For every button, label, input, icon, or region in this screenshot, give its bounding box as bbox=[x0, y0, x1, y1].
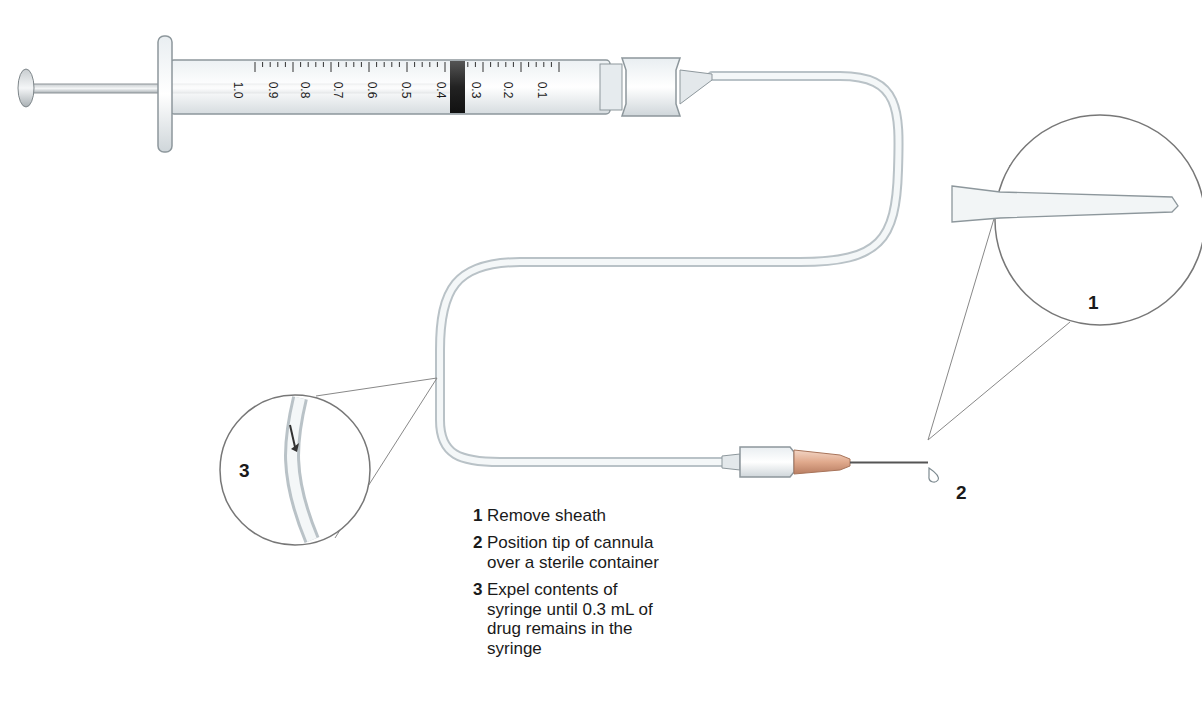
scale-tick bbox=[505, 62, 506, 67]
scale-tick bbox=[361, 62, 362, 67]
tubing-lumen bbox=[440, 76, 899, 462]
scale-tick bbox=[369, 62, 370, 72]
scale-number: 0.7 bbox=[330, 82, 344, 99]
step-text: Remove sheath bbox=[487, 506, 606, 526]
scale-tick bbox=[467, 62, 468, 67]
magnifier-circle bbox=[995, 115, 1202, 325]
scale-tick bbox=[543, 62, 544, 67]
scale-tick bbox=[559, 62, 560, 72]
scale-tick bbox=[255, 62, 256, 72]
scale-tick bbox=[346, 62, 347, 67]
scale-tick bbox=[315, 62, 316, 67]
leader-line bbox=[928, 322, 1070, 440]
scale-number: 0.1 bbox=[534, 82, 548, 99]
luer-lock bbox=[622, 58, 680, 116]
scale-tick bbox=[338, 62, 339, 67]
cannula-hub bbox=[740, 447, 794, 477]
tubing bbox=[440, 76, 899, 462]
scale-tick bbox=[414, 62, 415, 67]
callout-number: 3 bbox=[239, 460, 250, 482]
scale-tick bbox=[391, 62, 392, 67]
scale-tick bbox=[262, 62, 263, 67]
flow-arrow bbox=[290, 425, 295, 447]
scale-tick bbox=[483, 62, 484, 72]
syringe-barrel bbox=[170, 60, 610, 114]
step-number: 2 bbox=[473, 533, 482, 553]
scale-tick bbox=[437, 62, 438, 67]
scale-tick bbox=[323, 62, 324, 67]
scale-tick bbox=[422, 62, 423, 67]
tubing-detail bbox=[292, 398, 312, 540]
scale-number: 0.9 bbox=[265, 82, 279, 99]
step-text: Expel contents of syringe until 0.3 mL o… bbox=[487, 580, 672, 658]
droplet bbox=[929, 468, 939, 482]
scale-ticks bbox=[255, 62, 559, 72]
scale-tick bbox=[407, 62, 408, 72]
scale-tick bbox=[513, 62, 514, 67]
scale-number: 1.0 bbox=[230, 82, 244, 99]
scale-tick bbox=[277, 62, 278, 67]
scale-tick bbox=[353, 62, 354, 67]
scale-number: 0.2 bbox=[500, 82, 514, 99]
scale-tick bbox=[270, 62, 271, 67]
needle-hub bbox=[794, 450, 850, 474]
hub-adapter bbox=[722, 454, 740, 470]
scale-tick bbox=[490, 62, 491, 67]
scale-tick bbox=[551, 62, 552, 67]
scale-tick bbox=[384, 62, 385, 67]
scale-tick bbox=[445, 62, 446, 72]
scale-tick bbox=[308, 62, 309, 67]
scale-tick bbox=[300, 62, 301, 67]
tubing-detail-lumen bbox=[292, 398, 312, 540]
scale-number: 0.4 bbox=[433, 82, 447, 99]
step-number: 1 bbox=[473, 506, 482, 526]
scale-tick bbox=[521, 62, 522, 72]
magnifier-circle bbox=[220, 395, 370, 545]
scale-number: 0.8 bbox=[297, 82, 311, 99]
callout-number: 2 bbox=[956, 482, 967, 504]
scale-tick bbox=[293, 62, 294, 72]
plunger-stopper bbox=[450, 61, 465, 113]
scale-tick bbox=[498, 62, 499, 67]
step-number: 3 bbox=[473, 580, 482, 600]
leader-line bbox=[316, 378, 437, 396]
scale-tick bbox=[399, 62, 400, 67]
scale-tick bbox=[475, 62, 476, 67]
scale-number: 0.3 bbox=[468, 82, 482, 99]
scale-tick bbox=[285, 62, 286, 67]
callout-number: 1 bbox=[1088, 292, 1099, 314]
scale-number: 0.6 bbox=[364, 82, 378, 99]
scale-tick bbox=[429, 62, 430, 67]
barrel-tip bbox=[600, 64, 622, 110]
thumb-press bbox=[18, 69, 34, 107]
scale-tick bbox=[331, 62, 332, 72]
sheath bbox=[952, 186, 1178, 222]
scale-tick bbox=[528, 62, 529, 67]
scale-tick bbox=[376, 62, 377, 67]
finger-flange bbox=[158, 36, 172, 152]
scale-number: 0.5 bbox=[398, 82, 412, 99]
luer-adapter bbox=[680, 70, 712, 104]
flow-arrowhead bbox=[291, 443, 299, 452]
cannula bbox=[850, 462, 928, 464]
step-text: Position tip of cannula over a sterile c… bbox=[487, 533, 687, 572]
scale-tick bbox=[536, 62, 537, 67]
